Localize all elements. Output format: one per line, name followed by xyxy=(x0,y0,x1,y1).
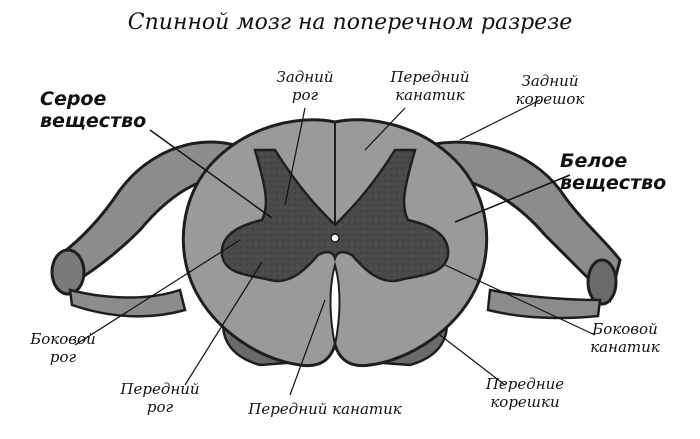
leader-lateral-horn xyxy=(74,239,241,346)
leader-ventral-roots xyxy=(439,334,506,386)
anterior-median-fissure xyxy=(329,261,341,346)
leader-ventral-horn xyxy=(184,261,263,386)
label-lateral-funiculus: Боковой канатик xyxy=(590,320,660,356)
leader-white-matter xyxy=(454,174,571,223)
label-dorsal-root: Задний корешок xyxy=(515,72,585,108)
spinal-nerve-left xyxy=(68,288,187,318)
label-lateral-horn: Боковой рог xyxy=(30,330,96,366)
leader-anterior-funiculus-top xyxy=(364,107,406,151)
label-anterior-funiculus-top: Передний канатик xyxy=(390,68,470,104)
leader-lateral-funiculus xyxy=(444,264,596,336)
leader-grey-matter xyxy=(149,129,273,219)
spinal-nerve-right xyxy=(486,288,602,320)
leader-dorsal-root xyxy=(459,99,541,141)
diagram-title: Спинной мозг на поперечном разрезе xyxy=(127,10,573,35)
leader-dorsal-horn xyxy=(284,107,306,206)
leader-anterior-funiculus-bottom xyxy=(289,299,326,396)
label-ventral-roots: Передние корешки xyxy=(485,375,565,411)
label-anterior-funiculus-bottom: Передний канатик xyxy=(248,400,402,418)
label-white-matter: Белое вещество xyxy=(560,150,667,194)
label-dorsal-horn: Задний рог xyxy=(276,68,334,104)
label-ventral-horn: Передний рог xyxy=(120,380,200,416)
label-grey-matter: Серое вещество xyxy=(40,88,147,132)
grey-matter-texture xyxy=(221,150,449,281)
spinal-ganglion-left xyxy=(50,248,86,296)
central-canal xyxy=(330,233,340,243)
spinal-ganglion-right xyxy=(586,258,618,306)
